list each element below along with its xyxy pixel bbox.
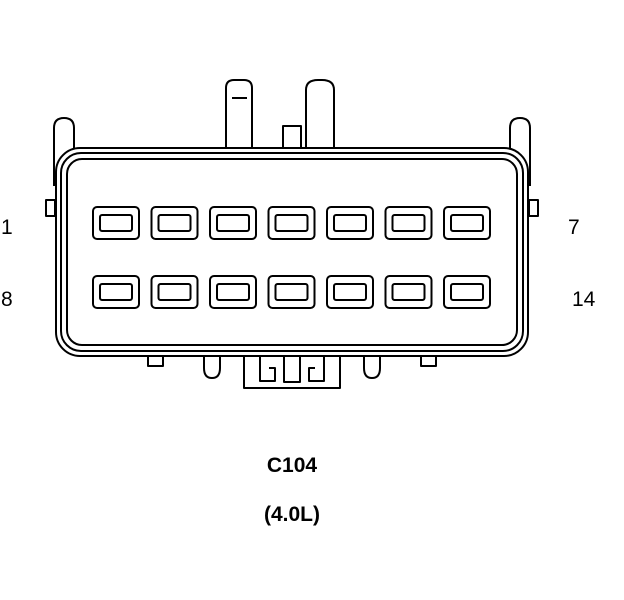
cavity-pin-10-terminal: [216, 283, 250, 301]
top-latch-right: [305, 79, 335, 150]
bottom-post-right: [363, 352, 381, 379]
housing-mid: [60, 152, 524, 352]
pin-label-14: 14: [572, 288, 596, 311]
housing-outer: [55, 147, 529, 357]
cavity-pin-6-terminal: [391, 214, 426, 232]
pin-label-1: 1: [1, 216, 13, 239]
cavity-pin-11-terminal: [274, 283, 309, 301]
cavity-pin-14-terminal: [450, 283, 484, 301]
cavity-pin-1-terminal: [99, 214, 133, 232]
cavity-pin-13-terminal: [391, 283, 426, 301]
cavity-pin-4-terminal: [274, 214, 309, 232]
cavity-pin-7-terminal: [450, 214, 484, 232]
connector-name: C104: [266, 454, 318, 477]
pin-label-8: 8: [1, 288, 13, 311]
cavity-pin-2-terminal: [157, 214, 192, 232]
right-side-nub: [528, 199, 539, 217]
connector-variant: (4.0L): [263, 503, 320, 526]
bottom-post-left: [203, 352, 221, 379]
top-key: [282, 125, 302, 151]
cavity-pin-9-terminal: [157, 283, 192, 301]
housing-inner: [66, 158, 518, 346]
cavity-pin-8-terminal: [99, 283, 133, 301]
cavity-pin-12-terminal: [333, 283, 367, 301]
pin-label-7: 7: [568, 216, 580, 239]
left-side-nub: [45, 199, 56, 217]
cavity-pin-3-terminal: [216, 214, 250, 232]
cavity-pin-5-terminal: [333, 214, 367, 232]
cavity-grid: [92, 206, 491, 309]
top-latch-left: [225, 79, 253, 150]
